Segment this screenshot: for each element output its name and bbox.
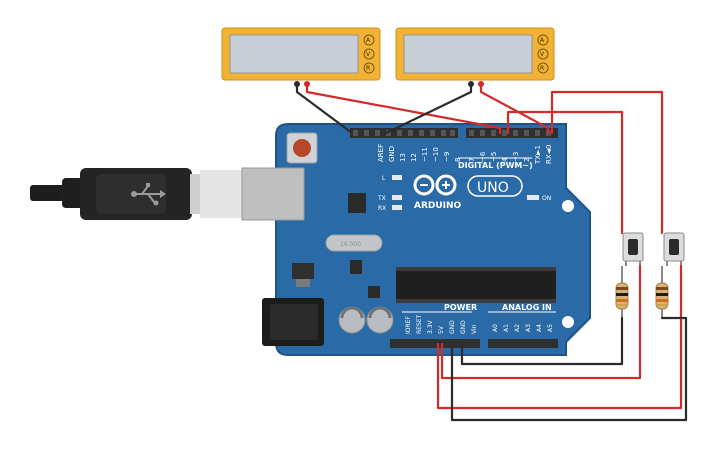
push-button-2[interactable] (663, 232, 685, 266)
svg-text:16.000: 16.000 (340, 241, 361, 248)
meter-display (229, 34, 359, 74)
led-rx-label: RX (378, 205, 386, 212)
pin-10-label: ~10 (432, 147, 440, 162)
usb-interface-chip (348, 193, 366, 213)
pin-3-label: ~3 (512, 152, 520, 162)
wire-meter2-pin0[interactable] (479, 82, 550, 135)
wire-pin4-button1[interactable] (506, 110, 624, 235)
small-chip (368, 286, 380, 298)
uno-model-label: UNO (477, 180, 509, 196)
usb-icon (131, 183, 166, 206)
wire-pin2-button2[interactable] (550, 90, 664, 235)
capacitor (366, 306, 394, 334)
small-chip (350, 260, 362, 274)
wire-5v-button1[interactable] (440, 264, 642, 380)
mode-v-button[interactable]: V (366, 51, 371, 58)
pin-1-label: TX►1 (534, 145, 542, 165)
wire-meter1-pin5[interactable] (305, 82, 502, 135)
vin-label: Vin (471, 324, 478, 334)
reset-button[interactable] (286, 132, 318, 164)
led-l (392, 175, 402, 180)
reset-pin-label: RESET (416, 314, 423, 334)
mode-a-button[interactable]: A (540, 37, 545, 44)
a0-label: A0 (492, 324, 499, 332)
wire-meter1-gnd[interactable] (295, 82, 354, 135)
voltage-regulator (292, 263, 314, 287)
crystal-oscillator: 16.000 (325, 234, 383, 252)
arduino-logo (413, 174, 457, 196)
arduino-brand-label: ARDUINO (414, 201, 462, 211)
a5-label: A5 (547, 324, 554, 332)
pin-0-label: RX◄0 (545, 145, 553, 165)
resistor-1[interactable] (615, 266, 629, 318)
mode-r-button[interactable]: R (540, 65, 544, 72)
multimeter-1[interactable]: A V R (221, 27, 381, 87)
usb-b-port (241, 167, 305, 221)
pin-5-label: ~5 (490, 152, 498, 162)
resistor-2[interactable] (655, 266, 669, 318)
ioref-label: IOREF (405, 316, 412, 334)
a4-label: A4 (536, 324, 543, 332)
pin-13-label: 13 (399, 153, 407, 162)
a2-label: A2 (514, 324, 521, 332)
mode-r-button[interactable]: R (366, 65, 370, 72)
gnd-label-1: GND (449, 320, 456, 334)
digital-header-right[interactable] (466, 128, 558, 138)
pin-6-label: ~6 (479, 151, 487, 162)
pin-4-label: 4 (501, 157, 509, 162)
mounting-hole (562, 200, 574, 212)
analog-header[interactable] (488, 339, 558, 348)
pin-11-label: ~11 (421, 147, 429, 162)
barrel-jack (262, 298, 324, 346)
analog-in-label: ANALOG IN (502, 303, 552, 312)
atmega328p-chip (396, 267, 556, 303)
led-on (527, 195, 539, 200)
led-on-label: ON (542, 195, 551, 202)
power-label: POWER (444, 303, 477, 312)
gnd-label-2: GND (460, 320, 467, 334)
led-rx (392, 205, 402, 210)
led-l-label: L (382, 175, 386, 182)
pin-7-label: 7 (468, 158, 476, 162)
led-tx-label: TX (377, 195, 386, 202)
aref-label: AREF (377, 144, 385, 162)
pin-2-label: 2 (523, 158, 531, 162)
push-button-1[interactable] (622, 232, 644, 266)
pin-8-label: 8 (454, 158, 462, 162)
meter-display (403, 34, 533, 74)
5v-label: 5V (438, 325, 445, 334)
wire-gnd-resistor2[interactable] (450, 316, 688, 422)
wire-5v-button2[interactable] (436, 264, 683, 410)
power-header[interactable] (390, 339, 480, 348)
mode-v-button[interactable]: V (540, 51, 545, 58)
mounting-hole (562, 316, 574, 328)
digital-header-left[interactable] (350, 128, 458, 138)
pin-12-label: 12 (410, 153, 418, 162)
uno-badge (467, 175, 523, 197)
pin-9-label: ~9 (443, 152, 451, 162)
a1-label: A1 (503, 324, 510, 332)
led-tx (392, 195, 402, 200)
3v3-label: 3.3V (427, 319, 434, 334)
multimeter-2[interactable]: A V R (395, 27, 555, 87)
a3-label: A3 (525, 324, 532, 332)
digital-pwm-label: DIGITAL (PWM~) (458, 161, 533, 170)
arduino-uno-board[interactable]: AREF GND 13 12 ~11 ~10 ~9 8 7 ~6 ~5 4 ~3… (241, 123, 591, 356)
wire-meter2-gnd[interactable] (384, 82, 473, 135)
mode-a-button[interactable]: A (366, 37, 371, 44)
wire-gnd-resistor1[interactable] (460, 316, 624, 366)
capacitor (338, 306, 366, 334)
gnd-pin-label: GND (388, 146, 396, 162)
